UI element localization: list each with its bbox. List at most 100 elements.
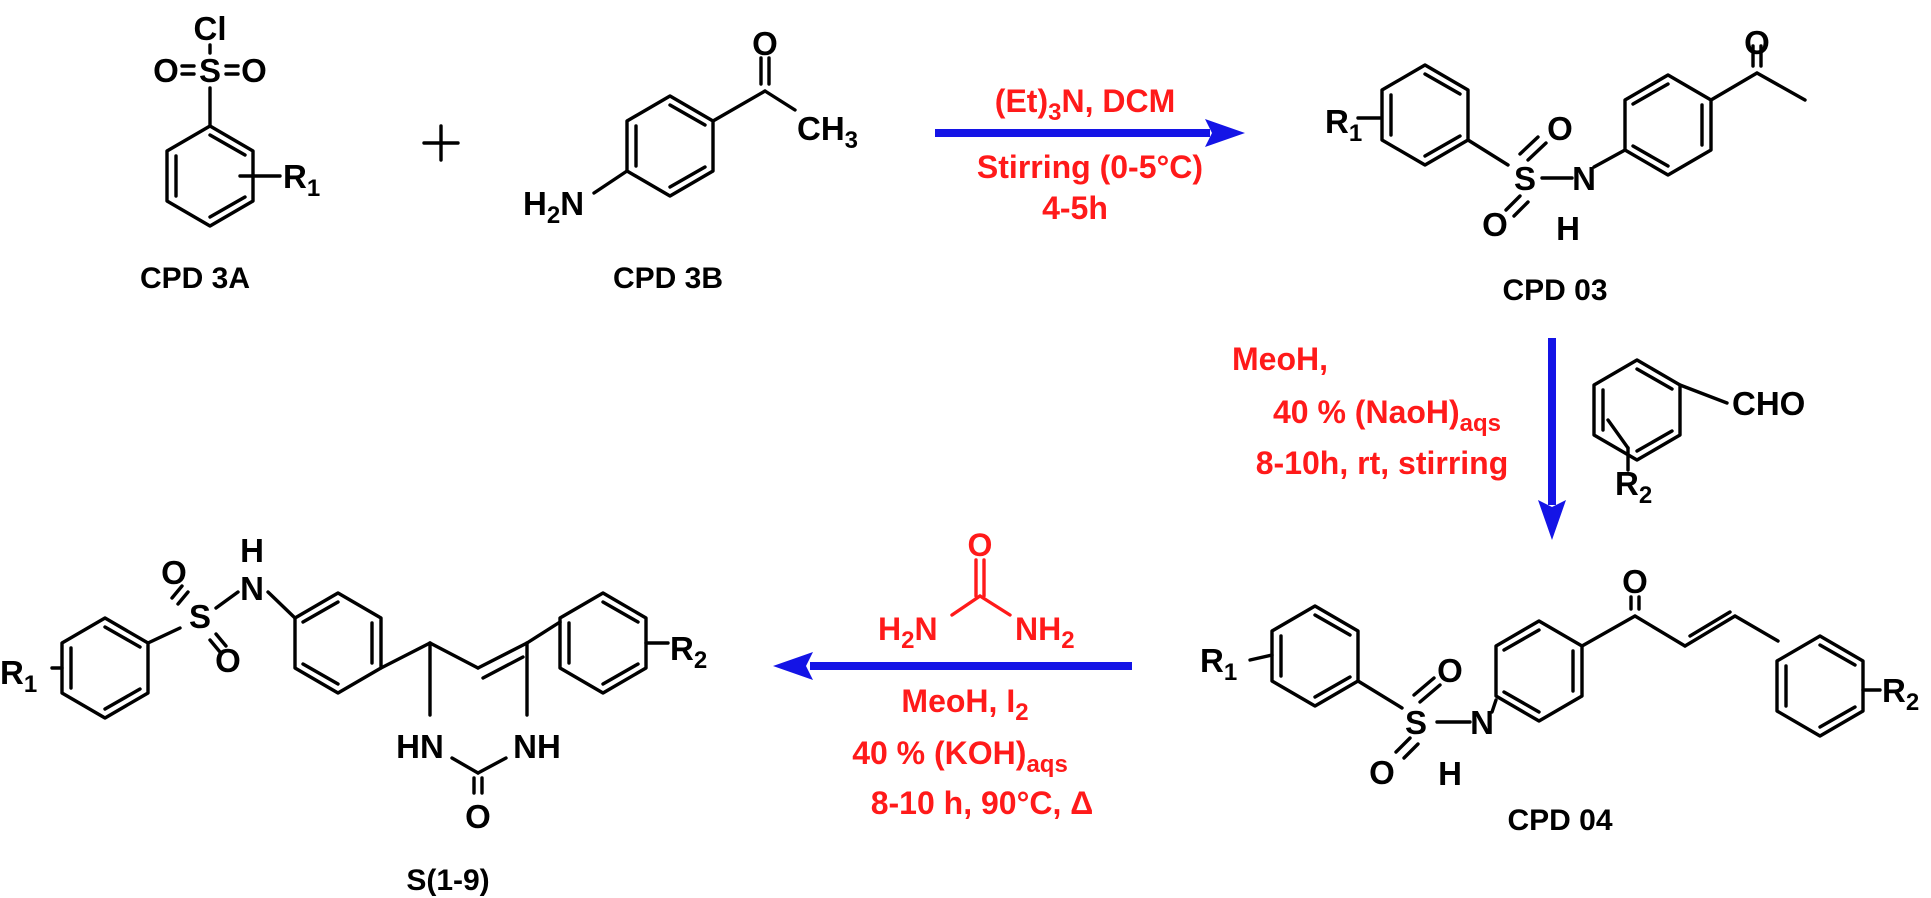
r1-symbol: R bbox=[1200, 642, 1224, 679]
ketone-oxygen: O bbox=[1622, 563, 1648, 600]
r1-symbol: R bbox=[283, 158, 307, 195]
urea-h-left: H bbox=[878, 611, 901, 647]
compound-03-label: CPD 03 bbox=[1502, 274, 1607, 307]
compound-3b-label: CPD 3B bbox=[613, 262, 723, 295]
amino-subscript: 2 bbox=[547, 202, 560, 229]
sulfonyl-oxygen-bottom: O bbox=[215, 642, 241, 679]
urea-n-left: N bbox=[914, 611, 937, 647]
urea-bond-left bbox=[950, 594, 982, 617]
sulfonyl-oxygen-top: O bbox=[161, 554, 187, 591]
methyl-symbol: CH bbox=[797, 110, 845, 147]
amide-hydrogen: H bbox=[1556, 210, 1580, 247]
chlorine-atom: Cl bbox=[194, 10, 227, 47]
step-3-base-subscript: aqs bbox=[1026, 751, 1067, 778]
r2-substituent: R2 bbox=[1882, 672, 1919, 716]
urea-bond-right bbox=[978, 594, 1012, 617]
product-label: S(1-9) bbox=[406, 864, 489, 897]
sulfur-atom: S bbox=[199, 52, 221, 89]
compound-03-bonds bbox=[1356, 44, 1807, 218]
product-bonds bbox=[50, 584, 670, 795]
r2-symbol: R bbox=[1882, 672, 1906, 709]
compound-3a: Cl O S O R1 CPD 3A bbox=[140, 10, 320, 295]
benzaldehyde-bonds bbox=[1592, 358, 1729, 472]
urea-carbonyl-oxygen: O bbox=[465, 798, 491, 835]
urea-h-left-subscript: 2 bbox=[901, 627, 914, 654]
r2-subscript: 2 bbox=[694, 647, 707, 674]
step-2-solvent: MeoH, bbox=[1232, 341, 1328, 377]
r1-subscript: 1 bbox=[307, 175, 320, 202]
r2-subscript: 2 bbox=[1906, 689, 1919, 716]
step-1-reagents: (Et)3N, DCM bbox=[995, 83, 1175, 126]
r2-symbol: R bbox=[1615, 465, 1639, 502]
sulfonyl-oxygen-top: O bbox=[1547, 110, 1573, 147]
amide-nitrogen: N bbox=[240, 570, 264, 607]
carbonyl-oxygen: O bbox=[752, 25, 778, 62]
methyl-group: CH3 bbox=[797, 110, 858, 154]
amino-h: H bbox=[523, 185, 547, 222]
step-1-time: 4-5h bbox=[1042, 190, 1108, 226]
compound-3a-label: CPD 3A bbox=[140, 262, 250, 295]
sulfur-atom: S bbox=[1514, 160, 1536, 197]
r1-substituent: R1 bbox=[283, 158, 320, 202]
step-2-base-subscript: aqs bbox=[1460, 410, 1501, 437]
oxygen-atom-right: O bbox=[241, 52, 267, 89]
ring-nh-right: NH bbox=[513, 728, 561, 765]
oxygen-atom-left: O bbox=[153, 52, 179, 89]
urea-amine-right: NH2 bbox=[1015, 611, 1075, 654]
step-1-reagent-a: (Et) bbox=[995, 83, 1048, 119]
step-3-base: 40 % (KOH)aqs bbox=[852, 735, 1068, 778]
benzaldehyde-reagent: CHO R2 bbox=[1592, 358, 1805, 509]
compound-04-bonds bbox=[1248, 595, 1882, 760]
r1-substituent: R1 bbox=[1200, 642, 1237, 686]
r1-subscript: 1 bbox=[1349, 120, 1362, 147]
compound-3b: O CH3 H2N CPD 3B bbox=[523, 25, 858, 295]
step-1-reagent-subscript: 3 bbox=[1048, 99, 1061, 126]
sulfonyl-oxygen-top: O bbox=[1437, 652, 1463, 689]
compound-3a-bonds bbox=[165, 43, 282, 228]
methyl-subscript: 3 bbox=[845, 127, 858, 154]
amide-nitrogen: N bbox=[1470, 704, 1494, 741]
reaction-step-2: MeoH, 40 % (NaoH)aqs 8-10h, rt, stirring bbox=[1232, 338, 1566, 540]
urea-nh-right-subscript: 2 bbox=[1061, 627, 1074, 654]
compound-03: R1 O S O N H O CPD 03 bbox=[1325, 24, 1807, 307]
step-1-reagent-b: N, DCM bbox=[1061, 83, 1175, 119]
plus-sign bbox=[422, 124, 460, 162]
amide-nitrogen: N bbox=[1572, 160, 1596, 197]
r1-substituent: R1 bbox=[0, 654, 37, 698]
step-3-solvent-subscript: 2 bbox=[1015, 699, 1028, 726]
sulfur-atom: S bbox=[189, 598, 211, 635]
amino-group: H2N bbox=[523, 185, 584, 229]
step-3-base-text: 40 % (KOH) bbox=[852, 735, 1026, 771]
step-2-conditions: 8-10h, rt, stirring bbox=[1256, 445, 1509, 481]
step-2-base-text: 40 % (NaoH) bbox=[1273, 394, 1460, 430]
step-1-conditions: Stirring (0-5°C) bbox=[977, 149, 1203, 185]
reaction-step-1: (Et)3N, DCM Stirring (0-5°C) 4-5h bbox=[935, 83, 1245, 226]
r2-substituent: R2 bbox=[1615, 465, 1652, 509]
r2-symbol: R bbox=[670, 630, 694, 667]
urea-oxygen: O bbox=[968, 527, 993, 563]
sulfonyl-oxygen-bottom: O bbox=[1369, 754, 1395, 791]
urea-amine-left: H2N bbox=[878, 611, 938, 654]
r1-subscript: 1 bbox=[24, 671, 37, 698]
compound-04-label: CPD 04 bbox=[1507, 804, 1612, 837]
arrow-head-left bbox=[773, 652, 813, 680]
step-2-base: 40 % (NaoH)aqs bbox=[1273, 394, 1501, 437]
r1-symbol: R bbox=[0, 654, 24, 691]
amide-hydrogen: H bbox=[1438, 755, 1462, 792]
r1-symbol: R bbox=[1325, 103, 1349, 140]
r1-subscript: 1 bbox=[1224, 659, 1237, 686]
reaction-step-3: O H2N NH2 MeoH, I2 40 % (KOH)aqs 8-10 h,… bbox=[773, 527, 1132, 821]
step-3-solvent-text: MeoH, I bbox=[901, 683, 1015, 719]
step-3-conditions: 8-10 h, 90°C, Δ bbox=[871, 785, 1094, 821]
compound-3b-bonds bbox=[592, 56, 797, 198]
product-compound: R1 O S O H N R2 HN NH O S(1-9) bbox=[0, 532, 707, 897]
compound-04: R1 O S O N H O R2 CPD 04 bbox=[1200, 563, 1919, 837]
aldehyde-group: CHO bbox=[1732, 385, 1805, 422]
urea-reagent: O H2N NH2 bbox=[878, 527, 1075, 654]
amide-hydrogen: H bbox=[240, 532, 264, 569]
acetyl-oxygen: O bbox=[1744, 24, 1770, 61]
step-3-solvent: MeoH, I2 bbox=[901, 683, 1028, 726]
arrow-head-down bbox=[1538, 500, 1566, 540]
r2-subscript: 2 bbox=[1639, 482, 1652, 509]
